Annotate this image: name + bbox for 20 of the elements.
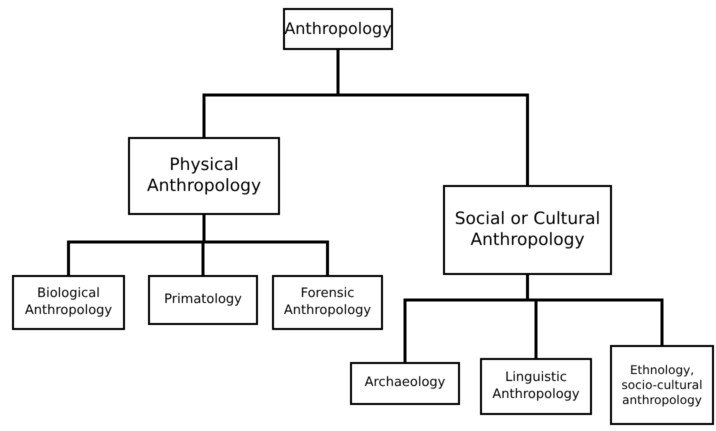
category-label: Ethnology, socio-cultural anthropology <box>620 362 704 408</box>
category-label: Anthropology <box>284 19 392 39</box>
category-box <box>283 8 393 50</box>
connector-line <box>202 215 329 275</box>
category-box <box>12 275 125 330</box>
category-label: Physical Anthropology <box>146 154 262 198</box>
category-box <box>272 275 383 330</box>
connector-line <box>336 50 529 185</box>
category-box <box>443 185 612 275</box>
category-box <box>480 358 592 415</box>
category-box <box>128 137 280 215</box>
category-box <box>610 345 714 425</box>
category-label: Primatology <box>164 292 242 308</box>
category-label: Forensic Anthropology <box>282 286 372 319</box>
category-box <box>148 275 258 325</box>
category-label: Archaeology <box>364 375 446 392</box>
category-label: Biological Anthropology <box>24 286 114 319</box>
category-label: Social or Cultural Anthropology <box>454 208 602 252</box>
category-label: Linguistic Anthropology <box>491 370 581 403</box>
category-box <box>350 362 460 405</box>
